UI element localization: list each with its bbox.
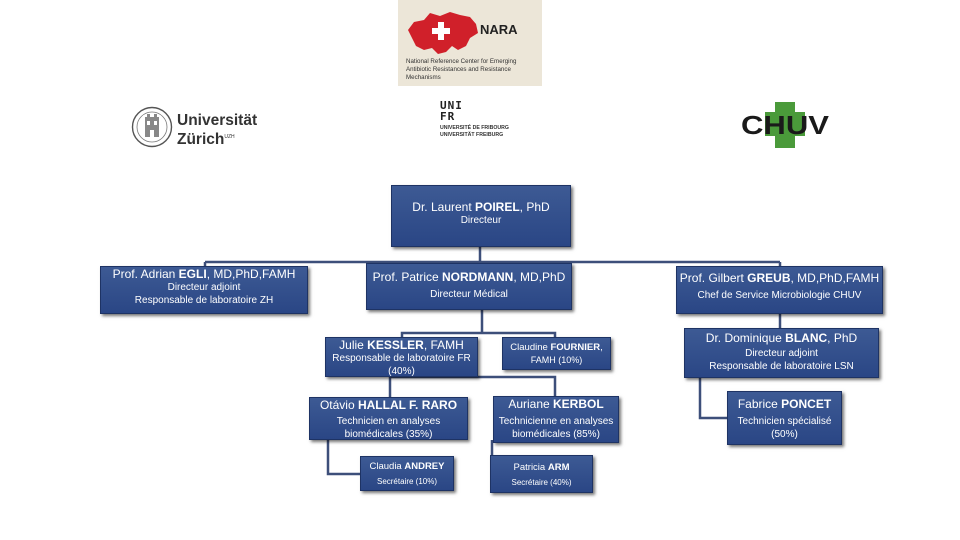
hallal-role2: biomédicales (35%) xyxy=(344,429,433,440)
blanc-surname: BLANC xyxy=(785,331,828,345)
greub-role: Chef de Service Microbiologie CHUV xyxy=(697,290,862,301)
arm-role: Secrétaire (40%) xyxy=(511,478,572,487)
nara-subtitle-line2: Antibiotic Resistances and Resistance Me… xyxy=(406,66,511,81)
andrey-box: Claudia ANDREY Secrétaire (10%) xyxy=(360,456,454,491)
kerbol-role2: biomédicales (85%) xyxy=(512,429,600,440)
blanc-prefix: Dr. Dominique xyxy=(705,331,786,345)
poncet-role2: (50%) xyxy=(771,429,798,440)
poirel-role: Directeur xyxy=(460,215,502,226)
kessler-suffix: , FAMH xyxy=(423,338,464,352)
blanc-suffix: , PhD xyxy=(827,331,858,345)
egli-box: Prof. Adrian EGLI, MD,PhD,FAMH Directeur… xyxy=(100,266,308,314)
fournier-surname: FOURNIER xyxy=(550,342,601,353)
greub-suffix: , MD,PhD,FAMH xyxy=(790,271,880,285)
egli-suffix: , MD,PhD,FAMH xyxy=(206,267,296,281)
egli-role1: Directeur adjoint xyxy=(167,282,241,293)
poirel-surname: POIREL xyxy=(475,200,520,214)
kessler-role2: (40%) xyxy=(388,366,415,377)
nordmann-surname: NORDMANN xyxy=(442,270,514,284)
fournier-prefix: Claudine xyxy=(510,342,551,353)
hallal-prefix: Otávio xyxy=(319,398,358,412)
egli-prefix: Prof. Adrian xyxy=(112,267,179,281)
nordmann-prefix: Prof. Patrice xyxy=(372,270,442,284)
nordmann-box: Prof. Patrice NORDMANN, MD,PhD Directeur… xyxy=(366,263,572,310)
nara-title: NARA xyxy=(480,22,518,37)
unifr-sub1: UNIVERSITÉ DE FRIBOURG xyxy=(440,125,509,131)
nara-logo: NARA National Reference Center for Emerg… xyxy=(398,0,542,86)
kessler-box: Julie KESSLER, FAMH Responsable de labor… xyxy=(325,337,478,377)
chuv-mark-icon: CHUV xyxy=(741,102,830,148)
kerbol-role1: Technicienne en analyses xyxy=(498,416,614,427)
uzh-line2: Zürich xyxy=(177,131,225,149)
arm-prefix: Patricia xyxy=(513,462,548,473)
andrey-role: Secrétaire (10%) xyxy=(376,477,438,486)
connector-blanc-poncet xyxy=(698,378,728,420)
poirel-box: Dr. Laurent POIREL, PhD Directeur xyxy=(391,185,571,247)
uzh-wordmark: Universität ZürichUZH xyxy=(177,112,257,148)
blanc-role2: Responsable de laboratoire LSN xyxy=(709,361,854,372)
unifr-line1: UNI xyxy=(440,99,463,112)
kerbol-prefix: Auriane xyxy=(508,397,554,411)
nordmann-role: Directeur Médical xyxy=(430,289,508,300)
unifr-sub2: UNIVERSITÄT FREIBURG xyxy=(440,131,504,138)
unifr-logo: UNI FR UNIVERSITÉ DE FRIBOURG UNIVERSITÄ… xyxy=(440,100,540,152)
fournier-suffix: , xyxy=(600,342,603,353)
nara-subtitle: National Reference Center for Emerging A… xyxy=(406,58,542,82)
uzh-seal-icon xyxy=(131,106,173,148)
hallal-surname: HALLAL F. RARO xyxy=(357,398,458,412)
kessler-prefix: Julie xyxy=(339,338,368,352)
kessler-role1: Responsable de laboratoire FR xyxy=(332,353,471,364)
uzh-logo: Universität ZürichUZH xyxy=(131,104,271,152)
hallal-box: Otávio HALLAL F. RARO Technicien en anal… xyxy=(309,397,468,440)
fournier-role: FAMH (10%) xyxy=(530,355,583,365)
andrey-prefix: Claudia xyxy=(369,461,405,472)
poncet-surname: PONCET xyxy=(781,397,832,411)
poirel-prefix: Dr. Laurent xyxy=(412,200,475,214)
hallal-role1: Technicien en analyses xyxy=(336,416,441,427)
connector-hallal-andrey xyxy=(326,440,362,476)
nara-subtitle-line1: National Reference Center for Emerging xyxy=(406,58,517,65)
egli-role2: Responsable de laboratoire ZH xyxy=(134,295,274,306)
greub-prefix: Prof. Gilbert xyxy=(679,271,748,285)
chuv-logo: CHUV xyxy=(739,100,831,150)
poncet-box: Fabrice PONCET Technicien spécialisé (50… xyxy=(727,391,842,445)
connector-nordmann-team xyxy=(400,310,557,338)
uzh-line1: Universität xyxy=(177,112,258,129)
poncet-prefix: Fabrice xyxy=(737,397,782,411)
greub-surname: GREUB xyxy=(747,271,791,285)
egli-surname: EGLI xyxy=(178,267,207,281)
kerbol-surname: KERBOL xyxy=(553,397,604,411)
connector-kessler-kerbol xyxy=(390,375,557,396)
unifr-line2: FR xyxy=(440,110,456,123)
uzh-mark: UZH xyxy=(224,134,235,140)
fournier-box: Claudine FOURNIER, FAMH (10%) xyxy=(502,337,611,370)
kerbol-box: Auriane KERBOL Technicienne en analyses … xyxy=(493,396,619,443)
poirel-suffix: , PhD xyxy=(519,200,550,214)
nordmann-suffix: , MD,PhD xyxy=(513,270,566,284)
swiss-map-icon xyxy=(408,12,478,54)
kessler-surname: KESSLER xyxy=(367,338,424,352)
andrey-surname: ANDREY xyxy=(404,461,445,472)
arm-surname: ARM xyxy=(547,462,570,473)
greub-box: Prof. Gilbert GREUB, MD,PhD,FAMH Chef de… xyxy=(676,266,883,314)
blanc-role1: Directeur adjoint xyxy=(745,348,818,359)
poncet-role1: Technicien spécialisé xyxy=(737,416,832,427)
chuv-text: CHUV xyxy=(741,110,830,140)
arm-box: Patricia ARM Secrétaire (40%) xyxy=(490,455,593,493)
blanc-box: Dr. Dominique BLANC, PhD Directeur adjoi… xyxy=(684,328,879,378)
